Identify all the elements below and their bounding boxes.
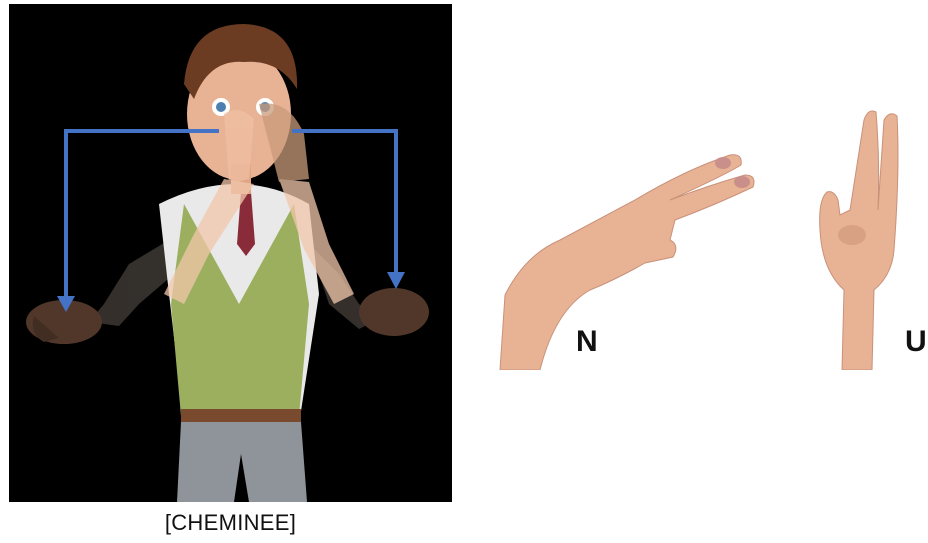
ghost-arm-left <box>26 234 179 344</box>
handshape-u-illustration <box>812 100 907 370</box>
avatar-panel <box>9 4 452 502</box>
handshape-n-illustration <box>495 145 760 370</box>
letter-u-label: U <box>905 325 927 359</box>
avatar-body <box>159 184 319 502</box>
signing-avatar-illustration <box>9 4 452 502</box>
letter-n-label: N <box>576 325 598 359</box>
sign-caption: [CHEMINEE] <box>9 510 452 536</box>
